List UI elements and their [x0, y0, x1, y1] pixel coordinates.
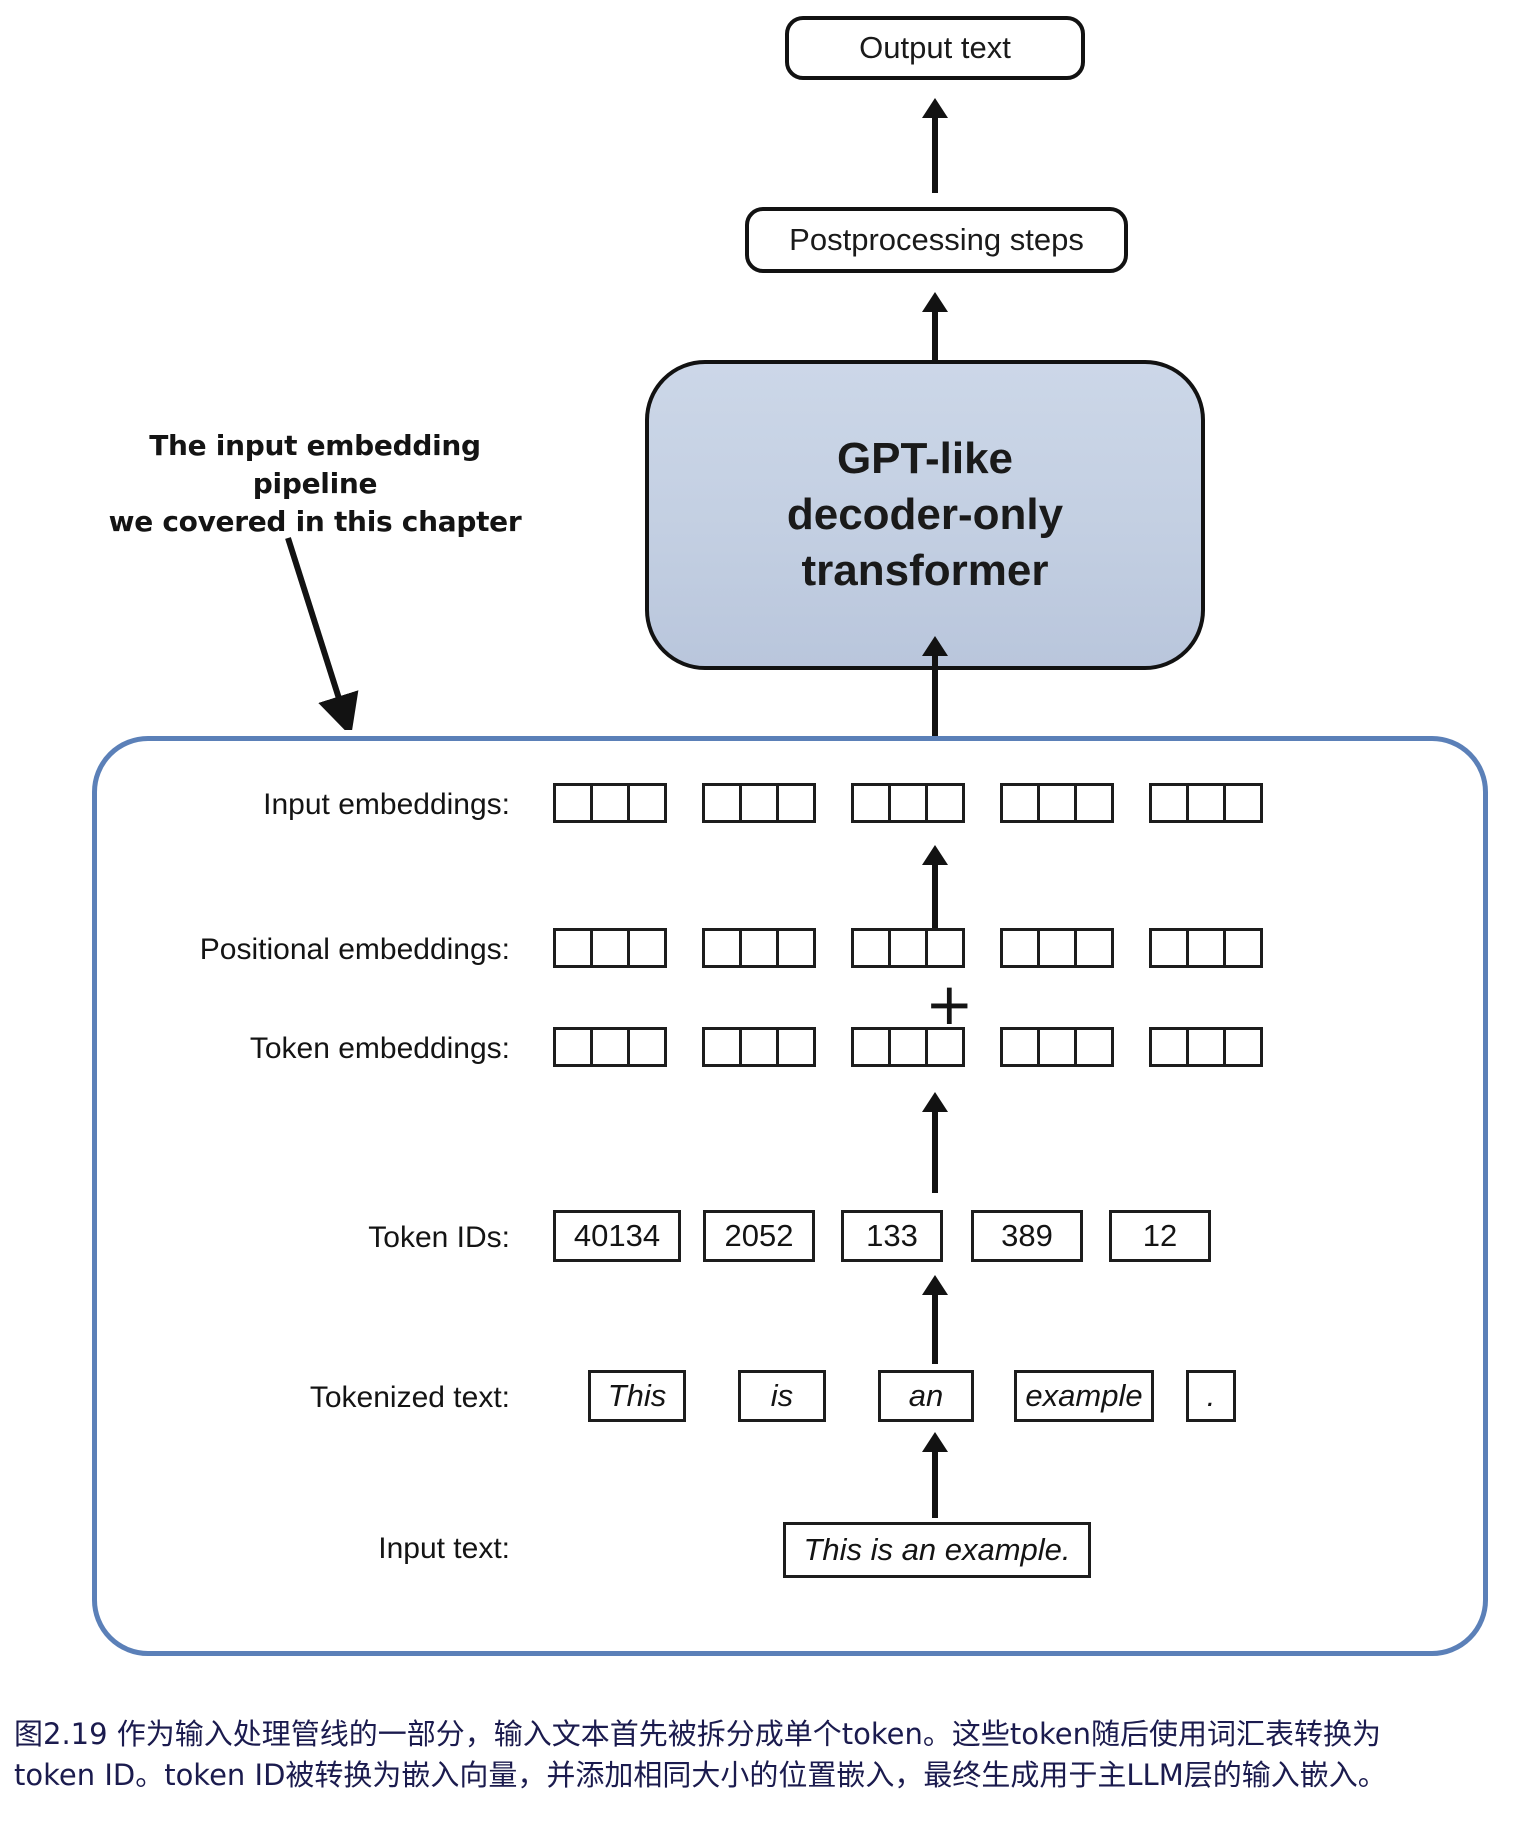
output-text-label: Output text: [859, 30, 1011, 65]
gpt-title-line2: decoder-only: [786, 489, 1064, 539]
annotation-line1: The input embedding pipeline: [149, 429, 481, 500]
token-embedding-cell: [739, 1027, 779, 1067]
positional-embedding-group: [1000, 928, 1114, 968]
output-text-box: Output text: [785, 16, 1085, 80]
input-embedding-cell: [627, 783, 667, 823]
input-embedding-cell: [888, 783, 928, 823]
positional-embedding-group: [1149, 928, 1263, 968]
caption-line1: 图2.19 作为输入处理管线的一部分，输入文本首先被拆分成单个token。这些t…: [14, 1717, 1381, 1751]
positional-embedding-cell: [553, 928, 593, 968]
input-embedding-group: [851, 783, 965, 823]
positional-embedding-cell: [1186, 928, 1226, 968]
input-embedding-pipeline-container: [92, 736, 1488, 1656]
input-embedding-cell: [1149, 783, 1189, 823]
token-embedding-group: [851, 1027, 965, 1067]
token-id-box: 12: [1109, 1210, 1211, 1262]
token-id-box: 2052: [703, 1210, 815, 1262]
gpt-title-line1: GPT-like: [836, 433, 1014, 483]
token-id-box: 389: [971, 1210, 1083, 1262]
token-ids-label: Token IDs:: [368, 1221, 510, 1254]
token-embedding-cell: [1000, 1027, 1040, 1067]
token-embedding-cell: [1186, 1027, 1226, 1067]
positional-embedding-cell: [1223, 928, 1263, 968]
positional-embedding-cell: [1037, 928, 1077, 968]
input-embeddings-row: [553, 783, 1263, 823]
input-embedding-cell: [1223, 783, 1263, 823]
input-embedding-group: [553, 783, 667, 823]
input-embedding-cell: [1186, 783, 1226, 823]
positional-embedding-cell: [627, 928, 667, 968]
token-box: example: [1014, 1370, 1154, 1422]
annotation-text: The input embedding pipeline we covered …: [95, 427, 535, 540]
positional-embedding-cell: [1074, 928, 1114, 968]
input-embedding-cell: [1074, 783, 1114, 823]
input-embedding-group: [702, 783, 816, 823]
positional-embedding-group: [553, 928, 667, 968]
input-embedding-cell: [1037, 783, 1077, 823]
input-embeddings-label: Input embeddings:: [263, 788, 510, 821]
token-embedding-cell: [553, 1027, 593, 1067]
gpt-title-line3: transformer: [801, 546, 1049, 596]
positional-embedding-group: [851, 928, 965, 968]
token-embeddings-row: [553, 1027, 1263, 1067]
token-embedding-cell: [1037, 1027, 1077, 1067]
token-box: is: [738, 1370, 826, 1422]
input-embedding-cell: [776, 783, 816, 823]
positional-embeddings-row: [553, 928, 1263, 968]
input-text-value-box: This is an example.: [783, 1522, 1091, 1578]
token-embedding-group: [702, 1027, 816, 1067]
token-embedding-cell: [925, 1027, 965, 1067]
token-embedding-cell: [590, 1027, 630, 1067]
token-embedding-group: [1149, 1027, 1263, 1067]
token-embedding-cell: [888, 1027, 928, 1067]
positional-embedding-cell: [702, 928, 742, 968]
gpt-decoder-transformer-box: GPT-like decoder-only transformer: [645, 360, 1205, 670]
positional-embedding-cell: [888, 928, 928, 968]
tokenized-text-label: Tokenized text:: [309, 1381, 510, 1414]
input-embedding-group: [1000, 783, 1114, 823]
token-embedding-group: [1000, 1027, 1114, 1067]
input-embedding-cell: [702, 783, 742, 823]
token-embedding-cell: [776, 1027, 816, 1067]
positional-embedding-cell: [851, 928, 891, 968]
annotation-arrow-icon: [285, 537, 359, 730]
input-embedding-group: [1149, 783, 1263, 823]
token-embedding-cell: [1149, 1027, 1189, 1067]
positional-embeddings-label: Positional embeddings:: [199, 933, 510, 966]
input-text-label: Input text:: [378, 1532, 510, 1565]
figure-caption: 图2.19 作为输入处理管线的一部分，输入文本首先被拆分成单个token。这些t…: [14, 1714, 1504, 1796]
positional-embedding-cell: [1000, 928, 1040, 968]
positional-embedding-cell: [1149, 928, 1189, 968]
input-embedding-cell: [851, 783, 891, 823]
token-box: an: [878, 1370, 974, 1422]
input-embedding-cell: [739, 783, 779, 823]
token-embeddings-label: Token embeddings:: [249, 1032, 510, 1065]
plus-icon: +: [925, 970, 974, 1038]
positional-embedding-cell: [590, 928, 630, 968]
postprocessing-steps-box: Postprocessing steps: [745, 207, 1128, 273]
token-id-box: 133: [841, 1210, 943, 1262]
positional-embedding-cell: [739, 928, 779, 968]
input-embedding-cell: [925, 783, 965, 823]
positional-embedding-cell: [925, 928, 965, 968]
token-box: This: [588, 1370, 686, 1422]
token-embedding-cell: [627, 1027, 667, 1067]
token-embedding-cell: [1074, 1027, 1114, 1067]
input-embedding-cell: [553, 783, 593, 823]
input-embedding-cell: [590, 783, 630, 823]
caption-line2: token ID。token ID被转换为嵌入向量，并添加相同大小的位置嵌入，最…: [14, 1758, 1387, 1793]
token-embedding-cell: [1223, 1027, 1263, 1067]
annotation-line2: we covered in this chapter: [108, 504, 522, 538]
positional-embedding-group: [702, 928, 816, 968]
token-embedding-cell: [851, 1027, 891, 1067]
postprocessing-steps-label: Postprocessing steps: [789, 222, 1084, 257]
token-embedding-group: [553, 1027, 667, 1067]
token-box: .: [1186, 1370, 1236, 1422]
token-ids-row: 40134 2052 133 389 12: [553, 1210, 1211, 1262]
token-id-box: 40134: [553, 1210, 681, 1262]
positional-embedding-cell: [776, 928, 816, 968]
input-embedding-cell: [1000, 783, 1040, 823]
token-embedding-cell: [702, 1027, 742, 1067]
